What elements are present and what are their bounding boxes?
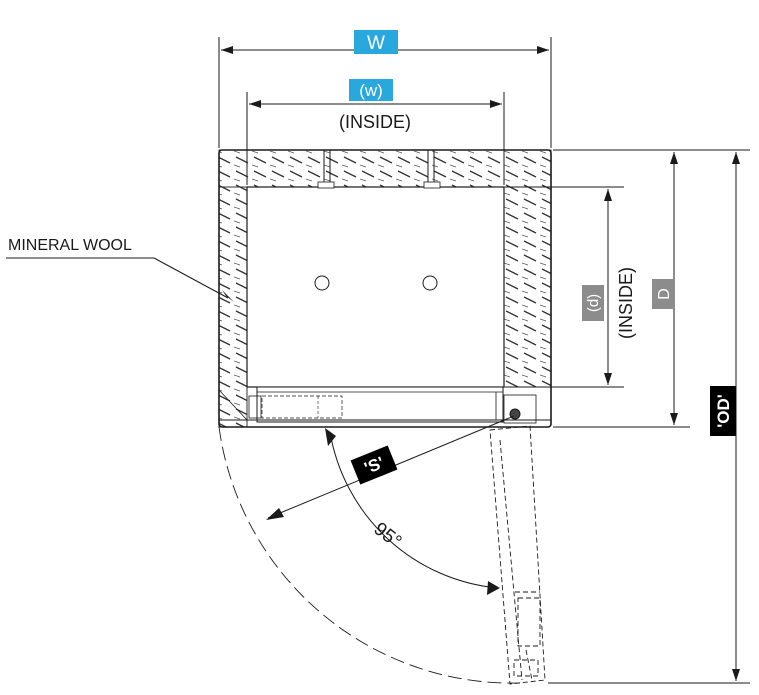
outer-width-text: W — [367, 33, 385, 54]
door-angle-text: 95° — [370, 519, 406, 553]
inside-width-note: (INSIDE) — [339, 112, 411, 132]
overall-depth-label: 'OD' — [710, 386, 736, 436]
open-door-outline — [489, 425, 546, 685]
swing-label: 'S' — [350, 445, 398, 485]
cabinet-outline — [218, 149, 552, 428]
inside-depth-note: (INSIDE) — [616, 267, 636, 339]
inside-depth-label: (d) (INSIDE) — [582, 267, 636, 339]
dimension-lines — [6, 37, 750, 684]
overall-depth-text: 'OD' — [714, 394, 733, 428]
outer-depth-label: D — [652, 279, 674, 309]
inside-width-text: (w) — [359, 81, 383, 100]
inside-width-label: (w) (INSIDE) — [339, 79, 411, 132]
inside-depth-text: (d) — [585, 294, 602, 312]
outer-depth-text: D — [656, 288, 673, 300]
outer-width-label: W — [354, 30, 398, 54]
door-swing-arc — [218, 426, 521, 684]
mineral-wool-label: MINERAL WOOL — [8, 237, 132, 254]
angle-arc — [325, 428, 500, 595]
